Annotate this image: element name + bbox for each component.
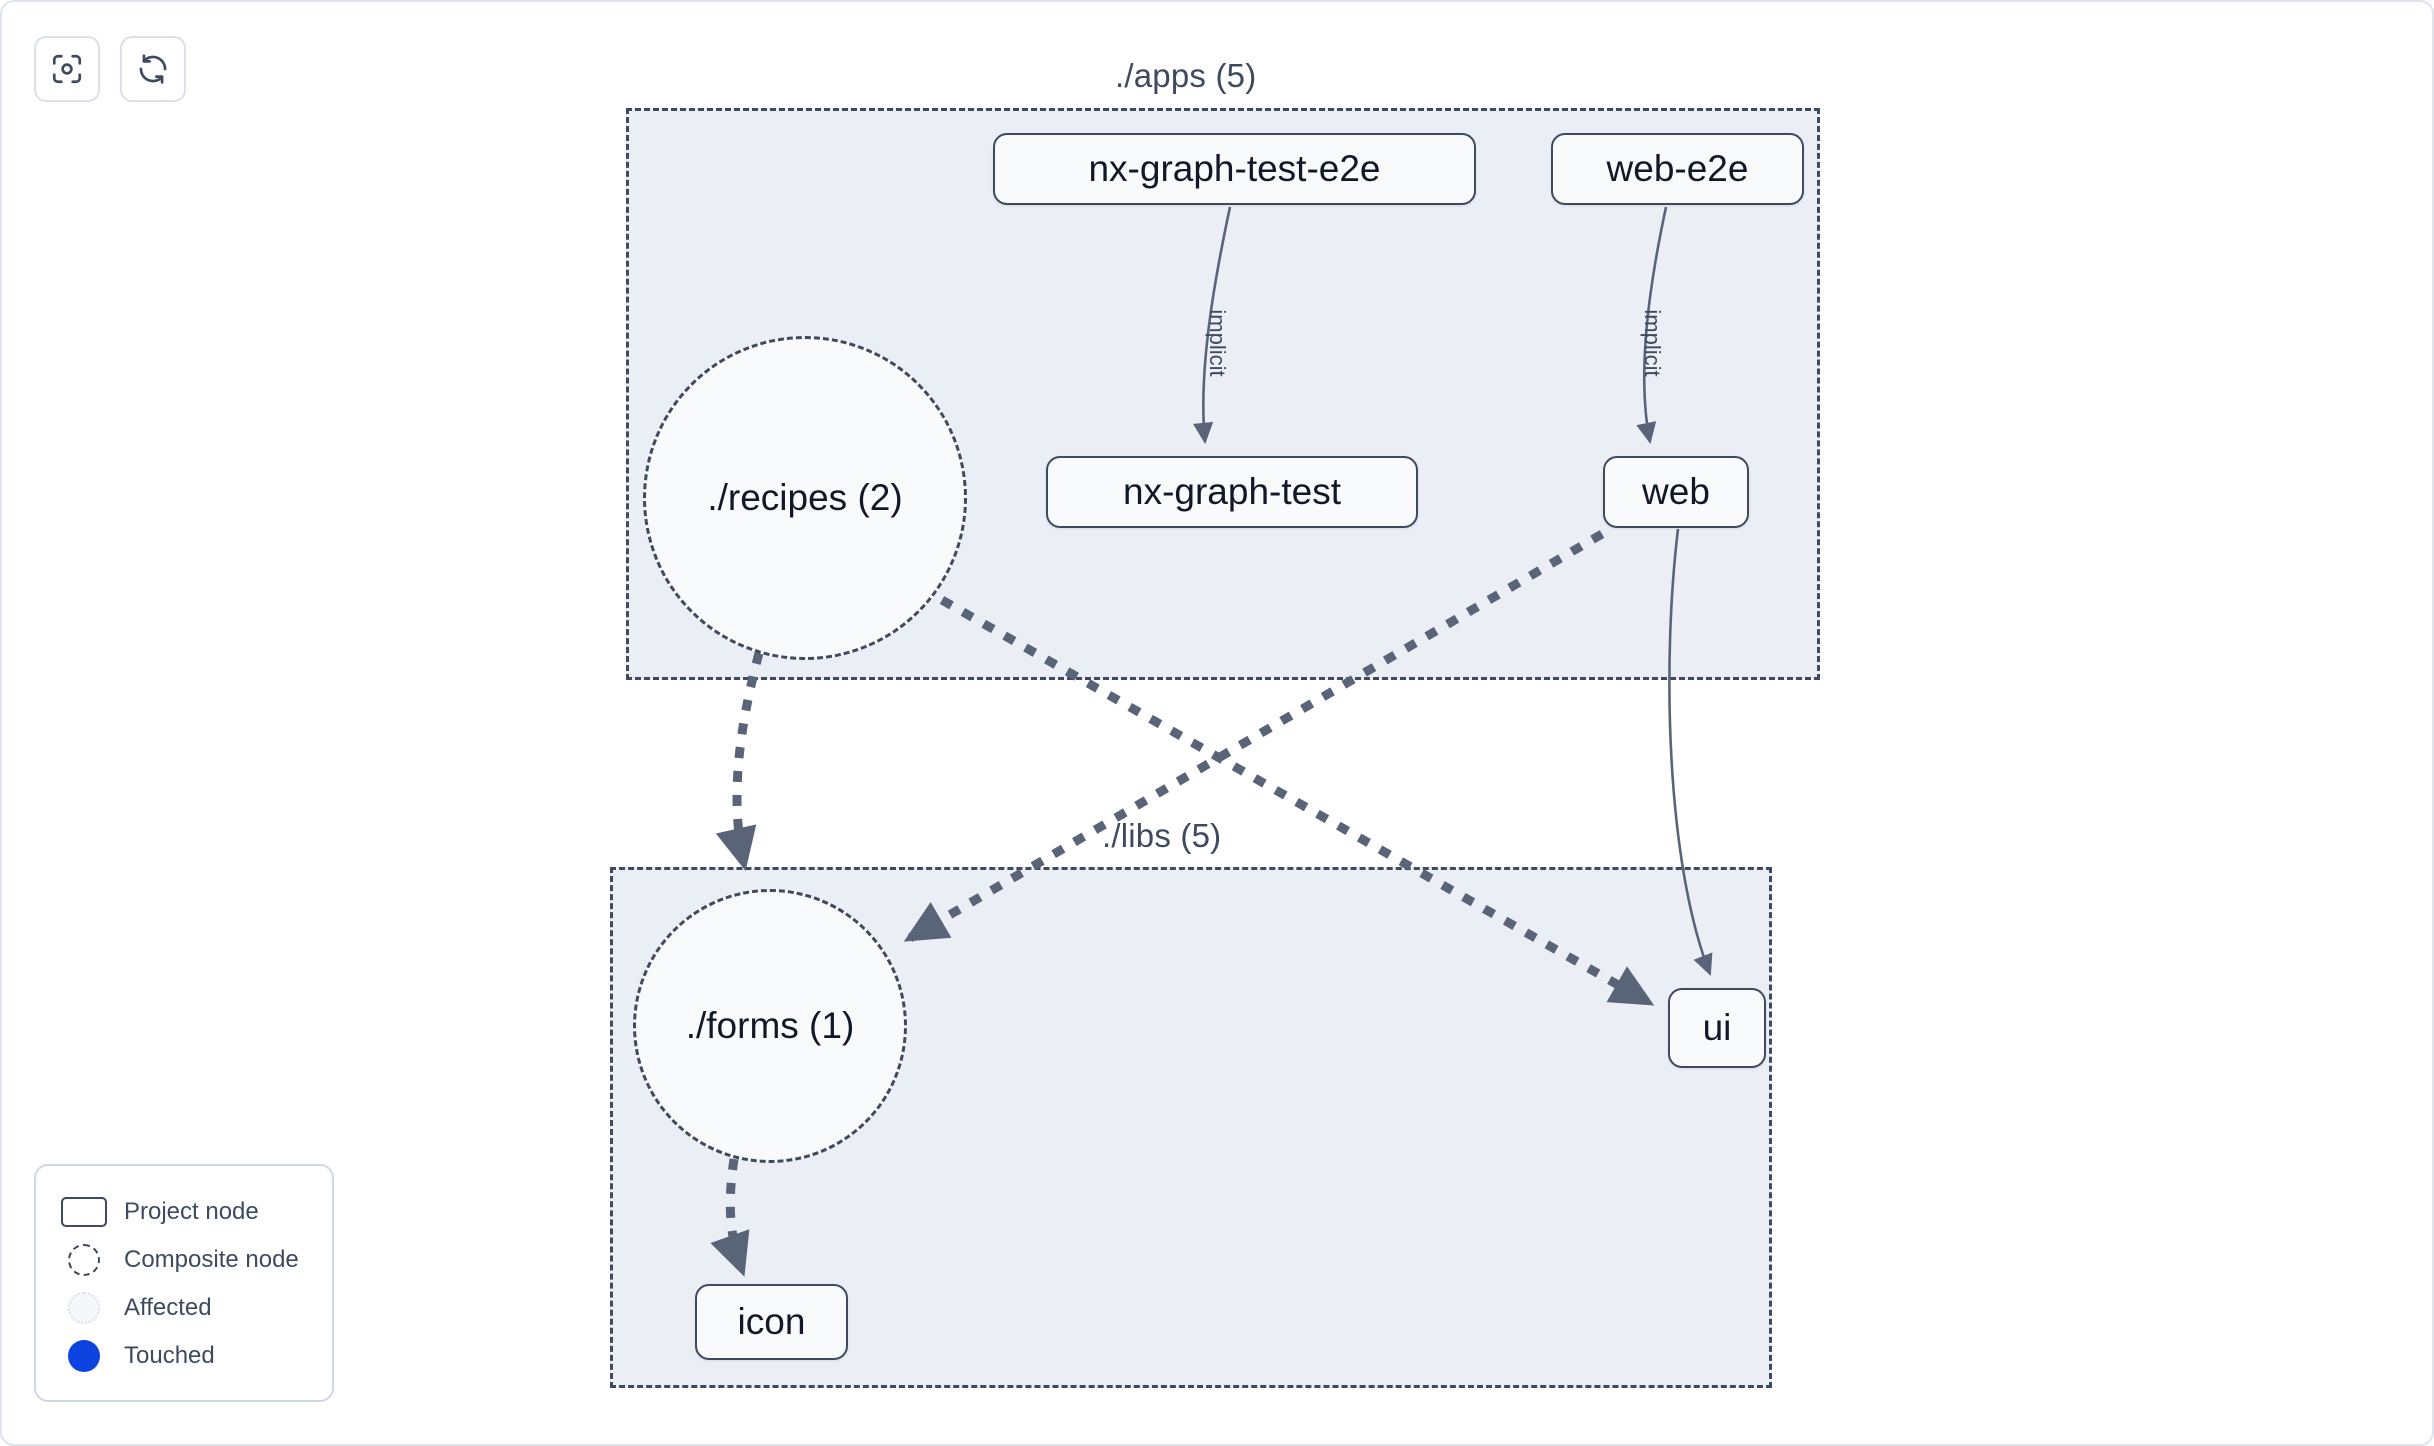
node-label: ui (1702, 1007, 1732, 1048)
composite-node-swatch (58, 1244, 110, 1276)
refresh-graph-button[interactable] (120, 36, 186, 102)
node-recipes-composite[interactable]: ./recipes (2) (643, 336, 967, 660)
graph-legend: Project node Composite node Affected Tou… (34, 1164, 334, 1402)
project-node-swatch (58, 1197, 110, 1227)
legend-item-project-node: Project node (58, 1188, 314, 1236)
node-label: web (1642, 471, 1710, 512)
edge-recipes-to-forms (715, 651, 764, 872)
touched-swatch (58, 1340, 110, 1372)
legend-label: Affected (124, 1294, 212, 1321)
node-web-e2e[interactable]: web-e2e (1551, 133, 1804, 205)
node-label: ./forms (1) (685, 1005, 855, 1046)
group-label-apps: ./apps (5) (1115, 57, 1257, 94)
legend-item-affected: Affected (58, 1284, 314, 1332)
graph-toolbar (34, 36, 186, 102)
node-nx-graph-test-e2e[interactable]: nx-graph-test-e2e (993, 133, 1476, 205)
legend-label: Touched (124, 1342, 215, 1369)
affected-swatch (58, 1292, 110, 1324)
node-label: nx-graph-test-e2e (1088, 148, 1381, 189)
node-web[interactable]: web (1603, 456, 1749, 528)
node-icon[interactable]: icon (695, 1284, 848, 1360)
group-label-libs: ./libs (5) (1102, 817, 1222, 854)
refresh-icon (136, 52, 170, 86)
node-label: nx-graph-test (1123, 471, 1341, 512)
node-label: icon (737, 1301, 806, 1342)
node-nx-graph-test[interactable]: nx-graph-test (1046, 456, 1418, 528)
legend-label: Composite node (124, 1246, 299, 1273)
legend-item-composite-node: Composite node (58, 1236, 314, 1284)
node-label: ./recipes (2) (707, 477, 903, 518)
node-forms-composite[interactable]: ./forms (1) (633, 889, 907, 1163)
legend-item-touched: Touched (58, 1332, 314, 1380)
node-ui[interactable]: ui (1668, 988, 1766, 1068)
legend-label: Project node (124, 1198, 259, 1225)
focus-graph-button[interactable] (34, 36, 100, 102)
viewfinder-icon (50, 52, 84, 86)
node-label: web-e2e (1606, 148, 1749, 189)
